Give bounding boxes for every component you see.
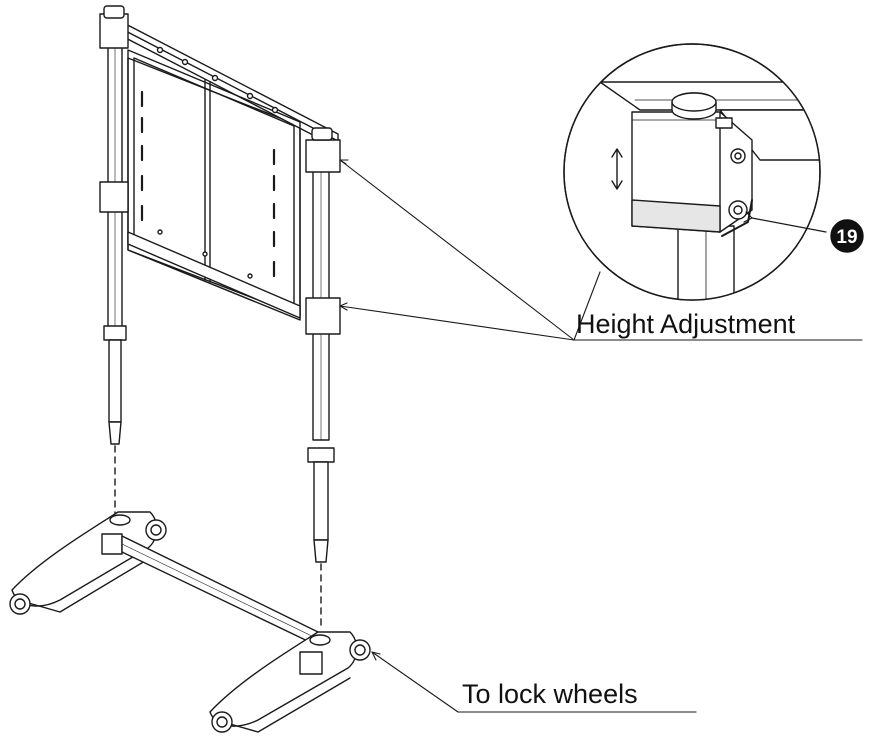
lock-wheels-label: To lock wheels — [462, 679, 638, 709]
part-callout-19 — [743, 211, 864, 253]
mount-frame — [117, 19, 339, 321]
height-adjustment-label: Height Adjustment — [576, 309, 796, 339]
detail-magnifier — [563, 43, 821, 301]
base-assembly — [9, 511, 371, 733]
up-down-arrow-icon — [611, 148, 623, 190]
lock-wheels-leader — [371, 651, 697, 713]
left-upright-post — [99, 5, 129, 521]
part-number-label: 19 — [836, 227, 857, 248]
height-adjustment-leaders — [339, 159, 863, 341]
right-upright-post — [305, 127, 341, 631]
